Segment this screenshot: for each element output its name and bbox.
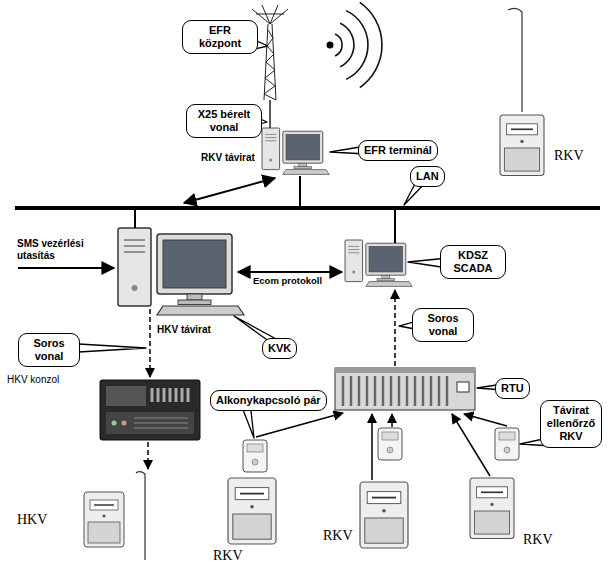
efr-terminal-computer: [262, 128, 329, 174]
signal-arrows: [256, 413, 507, 480]
device-label: RKV: [522, 532, 554, 548]
rtu-rack: [343, 376, 447, 406]
callout-box: Soros vonal: [412, 308, 474, 342]
radio-tower: [269, 100, 271, 130]
callout-box: Soros vonal: [18, 333, 80, 367]
callout-text: X25 bérelt vonal: [192, 108, 256, 134]
hkv-console: [106, 412, 194, 434]
device-label: HKV konzol: [6, 374, 60, 386]
hkv-computer: [118, 228, 244, 315]
callout-box: EFR központ: [182, 20, 258, 54]
callout-box: X25 bérelt vonal: [186, 104, 262, 138]
radio-waves: [335, 34, 342, 56]
rtu-rack: [335, 368, 475, 410]
radio-link-arrow: [147, 442, 149, 469]
rkv-meter: [470, 478, 514, 539]
radio-waves: [346, 11, 368, 80]
hkv-console: [100, 380, 200, 440]
radio-waves: [340, 23, 354, 66]
bus-link: [394, 210, 396, 243]
callout-box: Alkonykapcsoló pár: [210, 390, 327, 411]
hkv-console: [112, 421, 117, 426]
signal-arrows: [391, 414, 393, 427]
antenna: [136, 472, 145, 560]
radio-source-dot: [327, 42, 334, 49]
hkv-console: [134, 418, 188, 428]
signal-arrows: [256, 413, 343, 437]
rtu-rack: [457, 382, 469, 392]
rkv-meter: [228, 478, 276, 544]
protocol-arrow: [238, 271, 342, 273]
twilight-switch: [495, 428, 519, 460]
callout-text: Soros vonal: [418, 312, 468, 338]
callout-box: KDSZ SCADA: [440, 245, 506, 279]
callout-text: KVK: [268, 342, 291, 355]
callout-text: LAN: [416, 170, 439, 183]
callout-text: Alkonykapcsoló pár: [216, 394, 321, 407]
callout-text: EFR központ: [188, 24, 252, 50]
rtu-rack: [335, 368, 475, 373]
rtu-rack: [335, 368, 475, 410]
link-label: Ecom protokoll: [252, 276, 323, 287]
antenna: [508, 8, 522, 112]
callout-text: EFR terminál: [364, 144, 432, 157]
device-label: HKV: [16, 512, 48, 528]
input-label: SMS vezérlési utasítás: [16, 238, 110, 261]
callout-text: KDSZ SCADA: [446, 249, 500, 275]
callout-text: RTU: [501, 382, 524, 395]
signal-arrows: [464, 414, 507, 426]
lan-bus: [15, 206, 600, 210]
radio-tower: [252, 5, 288, 24]
callout-box: RTU: [495, 378, 530, 399]
radio-waves: [360, 2, 382, 87]
callout-box: EFR terminál: [358, 140, 438, 161]
callout-text: Soros vonal: [24, 337, 74, 363]
hkv-console: [106, 386, 146, 406]
radio-tower: [264, 24, 276, 100]
hkv-console: [152, 388, 188, 402]
scada-computer: [345, 240, 412, 286]
rkv-meter: [500, 115, 544, 176]
link-label: HKV távirat: [156, 324, 212, 336]
bus-link: [134, 210, 136, 228]
callout-tails: [62, 38, 552, 446]
sms-arrow: [18, 267, 114, 269]
callout-box: KVK: [262, 338, 297, 359]
callout-text: Távirat ellenőrző RKV: [546, 404, 596, 444]
callout-box: Távirat ellenőrző RKV: [540, 400, 602, 448]
device-label: RKV: [322, 528, 354, 544]
device-label: RKV: [212, 548, 244, 564]
signal-arrows: [452, 414, 490, 476]
telegram-arrow: [184, 178, 275, 203]
radio-waves: [335, 2, 382, 87]
serial-line-arrow: [394, 290, 396, 366]
twilight-switch: [243, 440, 267, 472]
device-label: RKV: [553, 148, 585, 164]
rkv-meter: [360, 482, 408, 548]
twilight-switch: [378, 428, 402, 460]
hkv-meter: [84, 492, 124, 547]
serial-line-arrow: [149, 309, 151, 377]
callout-box: LAN: [410, 166, 445, 187]
radio-tower: [264, 30, 276, 100]
hkv-console: [100, 380, 200, 440]
signal-arrows: [371, 414, 373, 480]
link-label: RKV távirat: [200, 152, 256, 164]
bus-link: [299, 176, 301, 206]
hkv-console: [122, 421, 127, 426]
